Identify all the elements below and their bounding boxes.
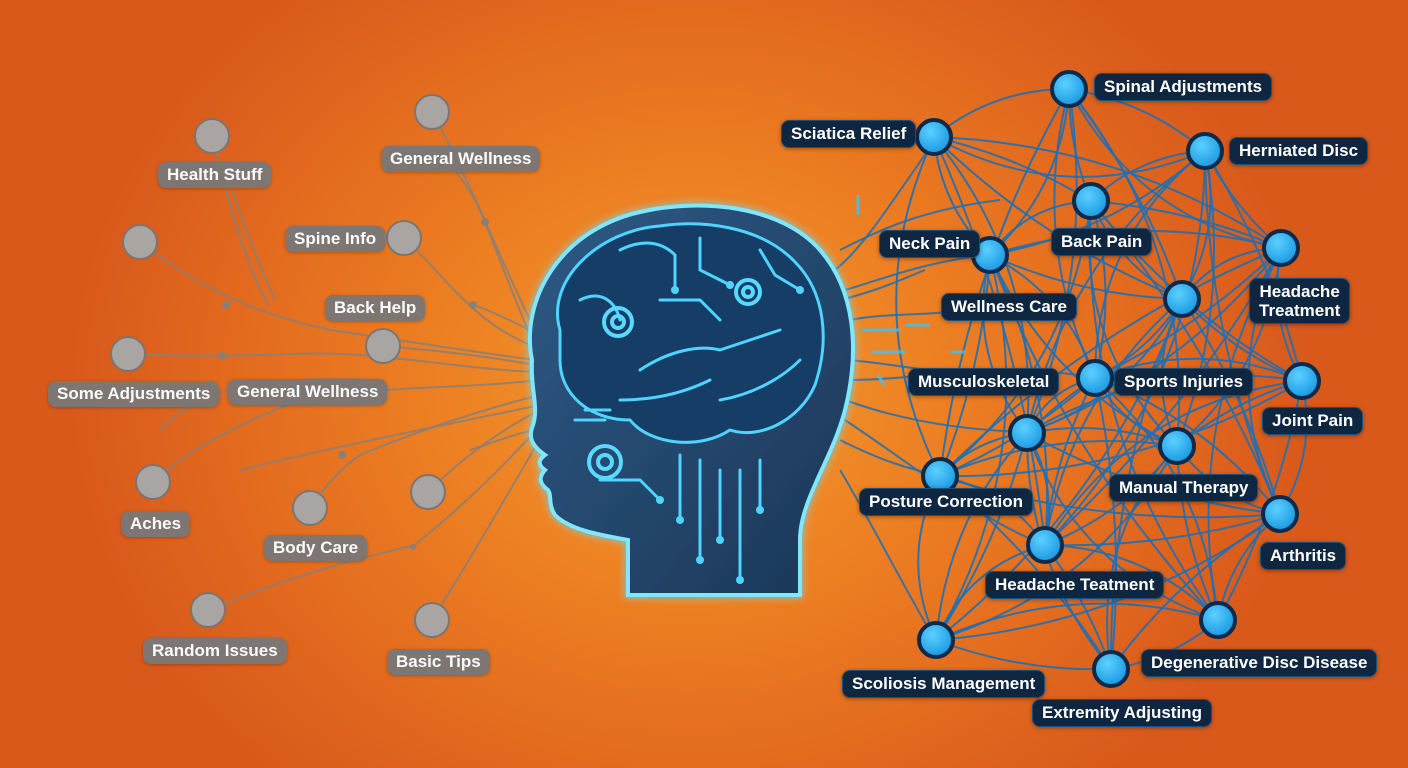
network-link [1044, 544, 1219, 621]
network-link [935, 298, 1183, 641]
label-health-stuff: Health Stuff [158, 162, 272, 188]
label-spine-info: Spine Info [285, 226, 386, 252]
network-link [1279, 380, 1308, 515]
circuit-dashes [856, 195, 965, 386]
network-link [982, 254, 1028, 434]
network-link [939, 254, 991, 477]
network-node [1092, 650, 1130, 688]
network-link [1026, 432, 1219, 621]
network-link [1089, 200, 1219, 621]
network-link [933, 87, 1070, 138]
network-node [1072, 182, 1110, 220]
label-wellness-care: Wellness Care [941, 293, 1077, 321]
gear-icon [587, 278, 762, 480]
network-link [1094, 377, 1118, 670]
network-node [915, 118, 953, 156]
network-link [1090, 200, 1282, 249]
network-link [1068, 88, 1282, 249]
network-link [939, 247, 1282, 477]
label-some-adjustments: Some Adjustments [48, 381, 220, 407]
label-general-wellness-top: General Wellness [381, 146, 541, 172]
network-link [933, 136, 1092, 202]
brain-circuit-icon [527, 203, 855, 597]
network-node [1008, 414, 1046, 452]
label-aches: Aches [121, 511, 191, 537]
label-scoliosis-management: Scoliosis Management [842, 670, 1046, 698]
label-posture-correction: Posture Correction [859, 488, 1033, 516]
network-node [1283, 362, 1321, 400]
network-link [1044, 380, 1303, 546]
label-body-care: Body Care [264, 535, 368, 561]
network-link [1106, 445, 1178, 670]
network-link [1176, 150, 1216, 447]
network-link [935, 432, 1028, 641]
network-link [939, 380, 1303, 478]
network-node [1050, 70, 1088, 108]
label-arthritis: Arthritis [1260, 542, 1347, 570]
network-link [933, 136, 1046, 546]
label-spinal-adjustments: Spinal Adjustments [1094, 73, 1273, 101]
network-link [1110, 513, 1281, 670]
network-link [1044, 513, 1281, 547]
label-degenerative-disc-disease: Degenerative Disc Disease [1141, 649, 1378, 677]
network-link [935, 602, 1219, 641]
label-back-pain: Back Pain [1051, 228, 1153, 256]
network-link [935, 639, 1112, 671]
network-link [895, 136, 941, 477]
network-node [1076, 359, 1114, 397]
label-headache-treatment-line1: Headache [1259, 282, 1340, 301]
network-nodes [915, 70, 1321, 688]
label-neck-pain: Neck Pain [879, 230, 981, 258]
network-link [933, 136, 1282, 249]
label-extremity-adjusting: Extremity Adjusting [1032, 699, 1212, 727]
network-node [917, 621, 955, 659]
network-link [1044, 150, 1206, 546]
network-link [1090, 200, 1107, 379]
label-headache-teatment: Headache Teatment [985, 571, 1165, 599]
label-sports-injuries: Sports Injuries [1114, 368, 1254, 396]
network-link [1181, 298, 1281, 515]
label-joint-pain: Joint Pain [1262, 407, 1364, 435]
network-node [1026, 526, 1064, 564]
network-node [1261, 495, 1299, 533]
label-headache-treatment-line2: Treatment [1259, 301, 1341, 320]
label-manual-therapy: Manual Therapy [1109, 474, 1259, 502]
label-musculoskeletal: Musculoskeletal [908, 368, 1060, 396]
network-link [1204, 150, 1303, 382]
network-link [989, 88, 1070, 256]
label-back-help: Back Help [325, 295, 426, 321]
gray-nodes [110, 94, 450, 638]
network-node [1163, 280, 1201, 318]
network-node [1262, 229, 1300, 267]
network-node [1158, 427, 1196, 465]
network-link [1044, 298, 1183, 546]
network-node [1199, 601, 1237, 639]
network-link [933, 136, 1183, 300]
network-link [933, 136, 1206, 178]
network-node [1186, 132, 1224, 170]
label-herniated-disc: Herniated Disc [1229, 137, 1369, 165]
label-basic-tips: Basic Tips [387, 649, 490, 675]
network-link [989, 254, 1183, 300]
label-headache-treatment: Headache Treatment [1249, 278, 1351, 324]
label-general-wellness-mid: General Wellness [228, 379, 388, 405]
left-junction-dots [218, 218, 489, 550]
network-link [989, 254, 1049, 546]
label-random-issues: Random Issues [143, 638, 287, 664]
label-sciatica-relief: Sciatica Relief [781, 120, 917, 148]
network-link [939, 440, 1178, 477]
